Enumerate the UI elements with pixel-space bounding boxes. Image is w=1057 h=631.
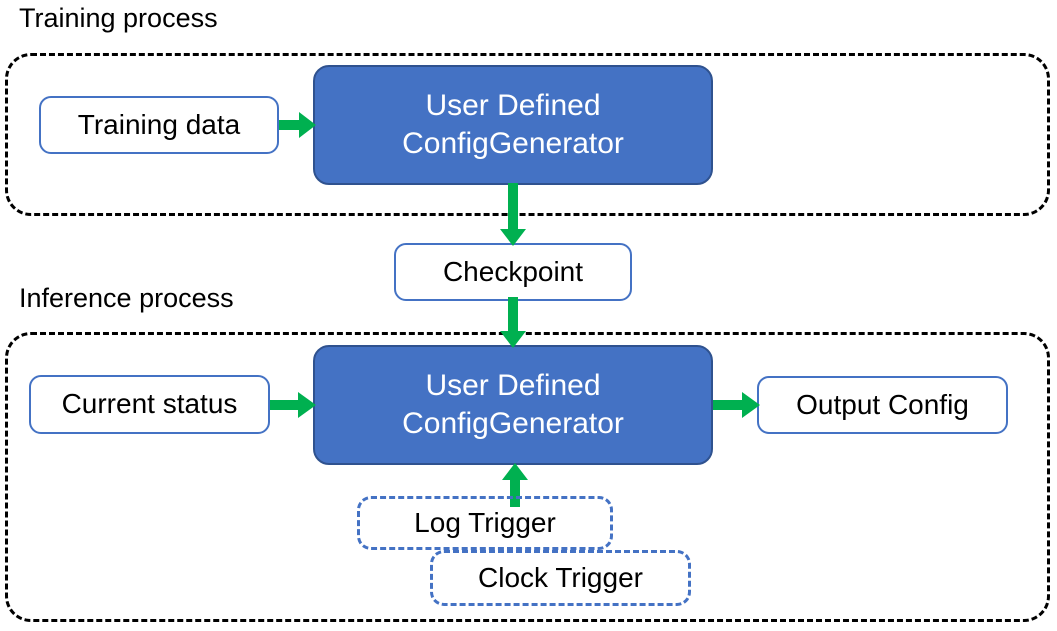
training-generator-line-1: User Defined <box>425 88 601 122</box>
training-process-caption: Training process <box>19 3 218 33</box>
node-current-status[interactable]: Current status <box>29 375 270 434</box>
node-log-trigger[interactable]: Log Trigger <box>357 496 613 550</box>
node-training-config-generator[interactable]: User Defined ConfigGenerator <box>313 65 713 185</box>
inference-generator-line-1: User Defined <box>425 368 601 402</box>
training-process-group <box>5 53 1050 216</box>
inference-process-group <box>5 332 1050 622</box>
node-inference-config-generator[interactable]: User Defined ConfigGenerator <box>313 345 713 465</box>
inference-generator-line-2: ConfigGenerator <box>402 407 624 440</box>
node-training-data[interactable]: Training data <box>39 96 279 154</box>
node-checkpoint[interactable]: Checkpoint <box>394 243 632 301</box>
node-clock-trigger[interactable]: Clock Trigger <box>430 550 691 606</box>
arrow-up-icon-triggers-to-generator <box>500 463 530 507</box>
node-output-config[interactable]: Output Config <box>757 376 1008 434</box>
arrow-down-icon-generator-to-checkpoint <box>498 183 528 247</box>
training-generator-line-2: ConfigGenerator <box>402 127 624 160</box>
arrow-right-icon-generator-to-output-config <box>713 390 761 420</box>
arrow-down-icon-checkpoint-to-inference-generator <box>498 297 528 349</box>
arrow-right-icon-training-data-to-generator <box>279 110 317 140</box>
inference-process-caption: Inference process <box>19 283 234 313</box>
arrow-right-icon-current-status-to-generator <box>270 390 317 420</box>
